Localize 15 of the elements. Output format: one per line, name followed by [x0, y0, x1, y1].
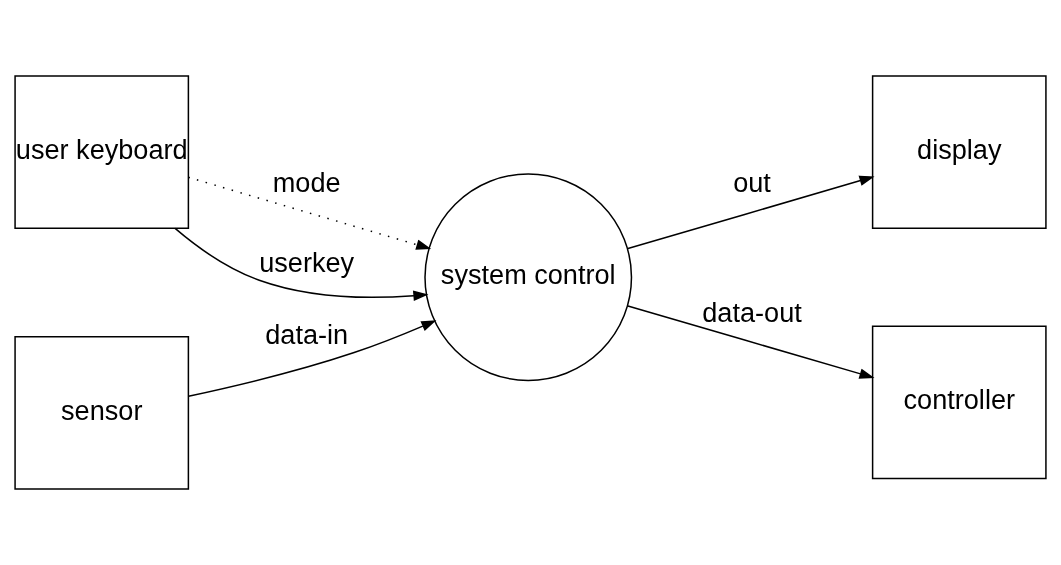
edge-label: data-in: [265, 319, 349, 351]
arrow: [627, 175, 875, 250]
node-box: controller: [871, 325, 1047, 480]
edge-label: out: [733, 166, 771, 198]
edge-label: mode: [272, 166, 341, 198]
node-box: sensor: [14, 336, 190, 490]
node-box: user keyboard: [14, 75, 190, 229]
node-circle: system control: [424, 173, 633, 382]
edge-label: userkey: [259, 246, 355, 278]
arrow: [187, 320, 437, 398]
edge-label: data-out: [702, 296, 802, 328]
arrow: [187, 176, 432, 250]
node-box: display: [871, 75, 1047, 229]
arrow: [627, 305, 875, 379]
arrow: [174, 227, 429, 301]
